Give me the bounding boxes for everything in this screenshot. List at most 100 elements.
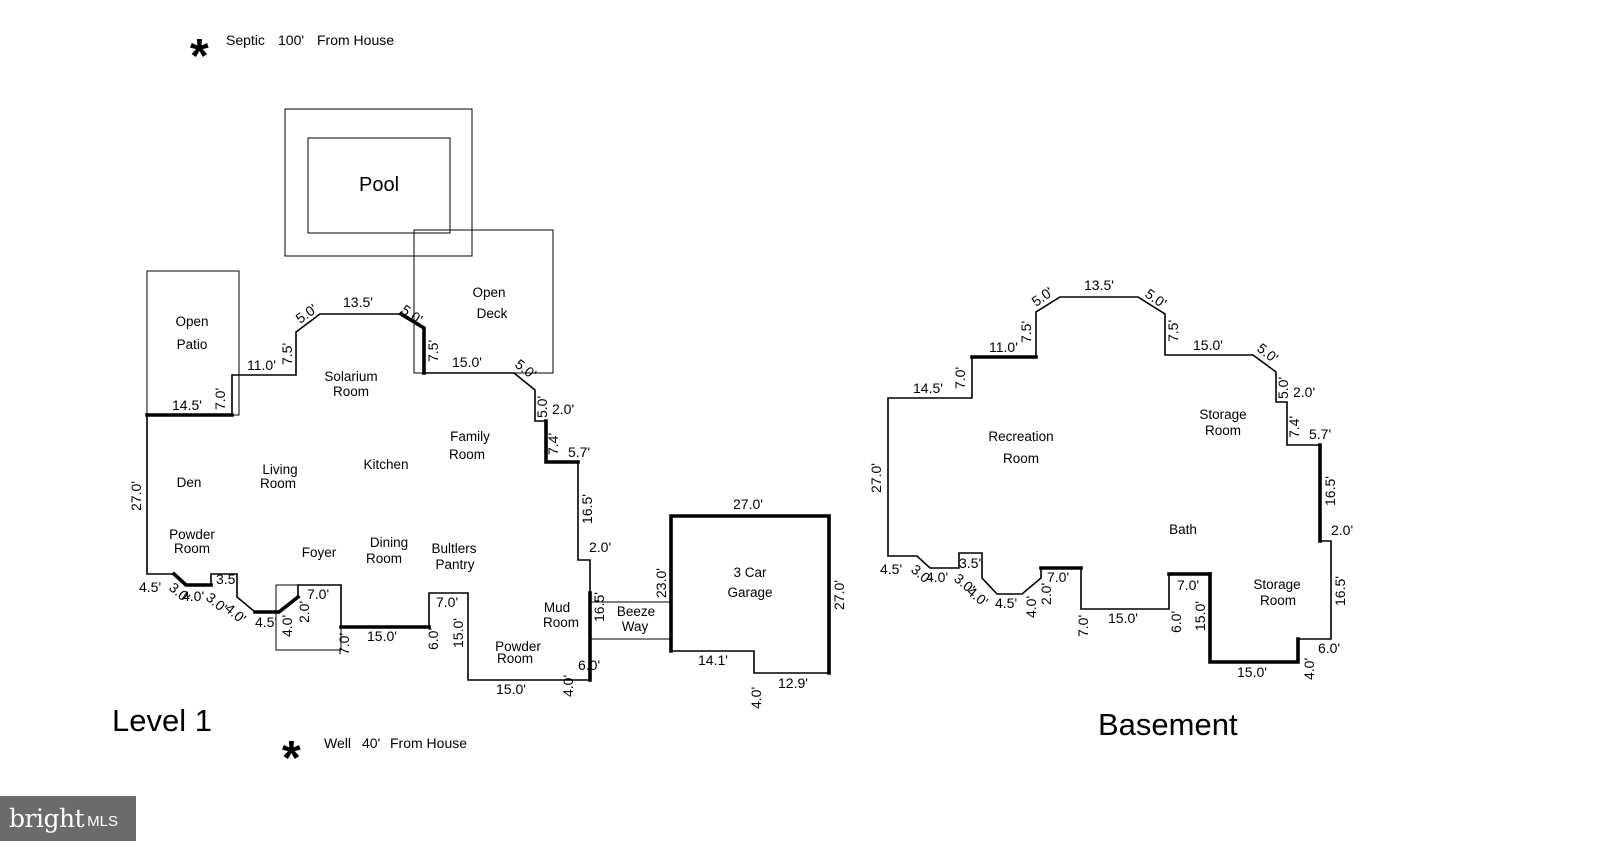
dim-label: 7.4' (545, 433, 561, 455)
butlers-label-1: Bultlers (431, 541, 476, 556)
dim-label: 16.5' (1332, 576, 1348, 606)
dim-label: 5.0' (293, 301, 320, 327)
bath-label: Bath (1169, 522, 1197, 537)
breezeway-label-2: Way (622, 619, 649, 634)
breezeway-outline (590, 601, 671, 640)
dim-label: 2.0' (1293, 384, 1315, 400)
bright-mls-logo: bright MLS (0, 796, 136, 841)
dim-label: 3.5' (216, 571, 238, 587)
level1-dimensions: 13.5' 5.0' 5.0' 7.5' 11.0' 7.5' 15.0' 5.… (128, 294, 611, 697)
dim-label: 7.0' (307, 586, 329, 602)
dim-label: 7.0' (336, 633, 352, 655)
dim-label: 23.0' (653, 568, 669, 598)
dim-label: 4.0' (279, 615, 295, 637)
foyer-entry-outline (275, 584, 342, 651)
garage-label-1: 3 Car (733, 565, 767, 580)
dim-label: 15.0' (1108, 610, 1138, 626)
dim-label: 13.5' (1084, 277, 1114, 293)
living-label-2: Room (260, 476, 296, 491)
mud-label-1: Mud (544, 600, 570, 615)
foyer-label: Foyer (302, 545, 337, 560)
pool-outline (307, 137, 451, 234)
b-wall-storage-bottom (1208, 572, 1300, 664)
wall-family-right (544, 419, 580, 464)
dining-label-1: Dining (370, 535, 408, 550)
dim-label: 3.5' (959, 555, 981, 571)
garage-walls (669, 514, 831, 675)
dim-label: 15.0' (496, 681, 526, 697)
dim-label: 7.5' (279, 343, 295, 365)
dim-label: 4.5' (995, 595, 1017, 611)
dim-label: 5.0' (534, 396, 550, 418)
dim-label: 4.0' (1023, 596, 1039, 618)
breezeway-label-1: Beeze (617, 604, 655, 619)
septic-asterisk: * (190, 30, 209, 83)
dim-label: 4.0' (182, 588, 204, 604)
septic-distance: 100' (278, 32, 304, 48)
dim-label: 6.0' (1318, 640, 1340, 656)
basement-dimensions: 13.5' 5.0' 5.0' 7.5' 7.5' 11.0' 15.0' 5.… (868, 277, 1353, 680)
dim-label: 7.0' (1177, 577, 1199, 593)
basement-title: Basement (1098, 707, 1238, 742)
septic-suffix: From House (317, 32, 394, 48)
open-patio-label-1: Open (175, 314, 208, 329)
dim-label: 2.0' (552, 401, 574, 417)
dim-label: 15.0' (1192, 601, 1208, 631)
dim-label: 2.0' (296, 601, 312, 623)
dim-label: 4.0' (926, 569, 948, 585)
dim-label: 6.0' (578, 657, 600, 673)
dim-label: 16.5' (591, 592, 607, 622)
mud-label-2: Room (543, 615, 579, 630)
dim-label: 7.0' (212, 388, 228, 410)
storage-top-label-2: Room (1205, 423, 1241, 438)
storage-bottom-label-2: Room (1260, 593, 1296, 608)
powder-l1-bottom-label-1: Powder (495, 639, 541, 654)
dining-label-2: Room (366, 551, 402, 566)
kitchen-label: Kitchen (363, 457, 408, 472)
dim-label: 4.5' (139, 579, 161, 595)
dim-label: 2.0' (1331, 522, 1353, 538)
dim-label: 5.0' (1142, 285, 1169, 311)
dim-label: 15.0' (1237, 664, 1267, 680)
wall-powder-bottom (171, 571, 213, 587)
dim-label: 16.5' (579, 494, 595, 524)
dim-label: 7.0' (1047, 569, 1069, 585)
wall-foyer-left (253, 594, 301, 614)
powder-l1-bottom-label-2: Room (497, 651, 533, 666)
butlers-label-2: Pantry (435, 557, 474, 572)
logo-suffix: MLS (87, 813, 118, 830)
storage-bottom-label-1: Storage (1253, 577, 1300, 592)
dim-label: 27.0' (868, 463, 884, 493)
well-asterisk: * (282, 732, 301, 785)
solarium-label-1: Solarium (324, 369, 377, 384)
garage-dimensions: 27.0' 23.0' 27.0' 14.1' 12.9' 4.0' (653, 496, 847, 709)
den-label: Den (177, 475, 202, 490)
dim-label: 6.0' (425, 628, 441, 650)
dim-label: 7.0' (436, 594, 458, 610)
open-patio-label-2: Patio (177, 337, 208, 352)
dim-label: 27.0' (733, 496, 763, 512)
logo-brand: bright (9, 804, 85, 833)
dim-label: 2.0' (1038, 583, 1054, 605)
dim-label: 7.5' (425, 340, 441, 362)
dim-label: 11.0' (247, 357, 276, 373)
living-label-1: Living (262, 462, 297, 477)
open-deck-label-1: Open (472, 285, 505, 300)
recreation-label-2: Room (1003, 451, 1039, 466)
solarium-label-2: Room (333, 384, 369, 399)
family-label-2: Room (449, 447, 485, 462)
level1-title: Level 1 (112, 703, 212, 738)
dim-label: 5.0' (398, 301, 425, 327)
dim-label: 5.0' (512, 356, 539, 382)
dim-label: 4.5' (880, 561, 902, 577)
well-label: Well (324, 735, 351, 751)
well-suffix: From House (390, 735, 467, 751)
dim-label: 14.1' (698, 652, 728, 668)
dim-label: 11.0' (989, 339, 1018, 355)
dim-label: 27.0' (128, 481, 144, 511)
recreation-label-1: Recreation (988, 429, 1053, 444)
dim-label: 5.0' (1029, 284, 1056, 310)
well-distance: 40' (362, 735, 380, 751)
family-label-1: Family (450, 429, 490, 444)
